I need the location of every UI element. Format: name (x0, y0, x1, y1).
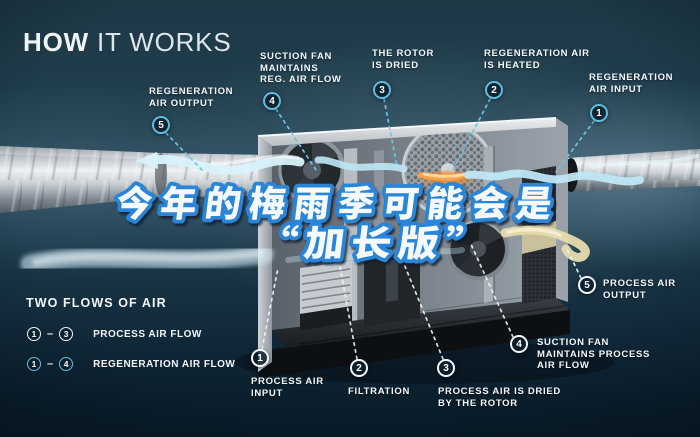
leader-lines (165, 98, 595, 360)
legend-label: PROCESS AIR FLOW (93, 328, 202, 340)
dry-air-output-ribbon (500, 225, 590, 262)
floor-seam (299, 305, 567, 345)
machine-right-wall (556, 118, 568, 302)
badge-number: 1 (257, 352, 263, 364)
badge-number: 4 (269, 95, 275, 107)
callout-label-line: PROCESS AIR (603, 278, 676, 289)
legend-title: TWO FLOWS OF AIR (26, 296, 167, 310)
callout-label-line: SUCTION FAN (537, 337, 610, 348)
legend-badge-from: 1 (27, 357, 41, 371)
legend-row-process: 1 – 3 PROCESS AIR FLOW (27, 327, 202, 341)
callout-label-line: IS HEATED (484, 59, 541, 71)
legend-badge-from: 1 (27, 327, 41, 341)
callout-label-line: THE ROTOR (372, 48, 435, 59)
machine-top-panel (258, 118, 568, 146)
legend-badge-to: 3 (59, 327, 74, 341)
callout-label-line: REGENERATION (149, 86, 234, 97)
floor-seam (319, 292, 557, 326)
regeneration-air-stream (135, 152, 699, 186)
page-title: HOW IT WORKS (23, 27, 231, 58)
callout-label-line: BY THE ROTOR (438, 397, 518, 409)
badge-number: 5 (584, 279, 590, 291)
leader-process-1 (261, 267, 279, 350)
callout-label-line: FILTRATION (348, 386, 411, 397)
regeneration-suction-fan (278, 136, 346, 204)
callout-label-line: MAINTAINS PROCESS (537, 348, 651, 360)
callout-label: REGENERATION AIR OUTPUT (149, 86, 233, 109)
step-badge-process-1: 1 (251, 349, 269, 367)
callout-label: PROCESS AIR INPUT (251, 376, 324, 399)
step-badge-process-5: 5 (578, 276, 596, 294)
callout-label-line: REGENERATION AIR (484, 48, 590, 59)
step-badge-regeneration-1: 1 (590, 104, 608, 122)
callout-label-line: AIR OUTPUT (149, 97, 215, 109)
filter-box (300, 261, 352, 331)
legend-range-dash: – (47, 328, 54, 340)
callout-label: PROCESS AIR OUTPUT (603, 278, 676, 301)
leader-regeneration-3 (383, 98, 398, 167)
legend-range-dash: – (47, 358, 54, 370)
legend-badge-number: 4 (63, 359, 69, 369)
legend-label: REGENERATION AIR FLOW (93, 358, 236, 370)
callout-label-line: REGENERATION (589, 72, 674, 83)
machine-base (258, 308, 570, 378)
legend-badge-to: 4 (59, 357, 74, 371)
leader-process-4 (469, 241, 514, 338)
callout-label-line: AIR INPUT (589, 83, 643, 95)
leader-regeneration-5 (165, 132, 206, 174)
badge-number: 1 (596, 107, 602, 119)
badge-number: 4 (516, 338, 522, 350)
machine-floor (272, 298, 570, 348)
page-title-bold: HOW (23, 27, 89, 57)
callout-label: SUCTION FAN MAINTAINS REG. AIR FLOW (260, 51, 342, 86)
badge-number: 5 (158, 119, 164, 131)
control-box (364, 251, 420, 327)
badge-number: 3 (443, 362, 449, 374)
badge-number: 2 (491, 84, 497, 96)
callout-label: REGENERATION AIR INPUT (589, 72, 673, 95)
callout-label-line: INPUT (251, 387, 283, 399)
step-badge-regeneration-5: 5 (152, 116, 170, 134)
step-badge-regeneration-3: 3 (373, 81, 391, 99)
callout-label: SUCTION FAN MAINTAINS PROCESS AIR FLOW (537, 337, 650, 372)
legend-badge-number: 1 (31, 329, 37, 339)
leader-regeneration-2 (451, 98, 491, 173)
badge-number: 2 (356, 362, 362, 374)
process-air-input-ribbon (20, 244, 274, 274)
callout-label-line: SUCTION FAN (260, 51, 333, 62)
leader-regeneration-4 (275, 108, 317, 171)
top-edge-highlight (257, 117, 557, 137)
callout-label-line: REG. AIR FLOW (260, 74, 342, 85)
duct-regeneration-input (564, 149, 700, 192)
callout-label-line: OUTPUT (603, 289, 647, 301)
legend-badge-number: 1 (31, 359, 37, 369)
callout-label: PROCESS AIR IS DRIED BY THE ROTOR (438, 386, 561, 409)
step-badge-regeneration-2: 2 (485, 81, 503, 99)
leader-process-3 (403, 263, 444, 360)
legend-badge-number: 3 (63, 329, 69, 339)
callout-label: THE ROTOR IS DRIED (372, 48, 434, 71)
page-title-light: IT WORKS (88, 27, 232, 57)
callout-label-line: AIR FLOW (537, 360, 590, 371)
step-badge-process-2: 2 (350, 359, 368, 377)
callout-label: FILTRATION (348, 386, 410, 398)
callout-label-line: PROCESS AIR (251, 376, 324, 387)
process-suction-fan (447, 218, 509, 280)
step-badge-process-3: 3 (437, 359, 455, 377)
leader-process-5 (565, 246, 582, 279)
callout-label-line: IS DRIED (372, 59, 419, 71)
callout-label: REGENERATION AIR IS HEATED (484, 48, 590, 71)
badge-number: 3 (379, 84, 385, 96)
step-badge-process-4: 4 (510, 335, 528, 353)
leader-process-2 (339, 266, 358, 360)
callout-label-line: PROCESS AIR IS DRIED (438, 386, 561, 397)
legend-row-regeneration: 1 – 4 REGENERATION AIR FLOW (27, 357, 235, 371)
step-badge-regeneration-4: 4 (263, 92, 281, 110)
callout-label-line: MAINTAINS (260, 62, 319, 74)
duct-regeneration-output (0, 146, 266, 213)
